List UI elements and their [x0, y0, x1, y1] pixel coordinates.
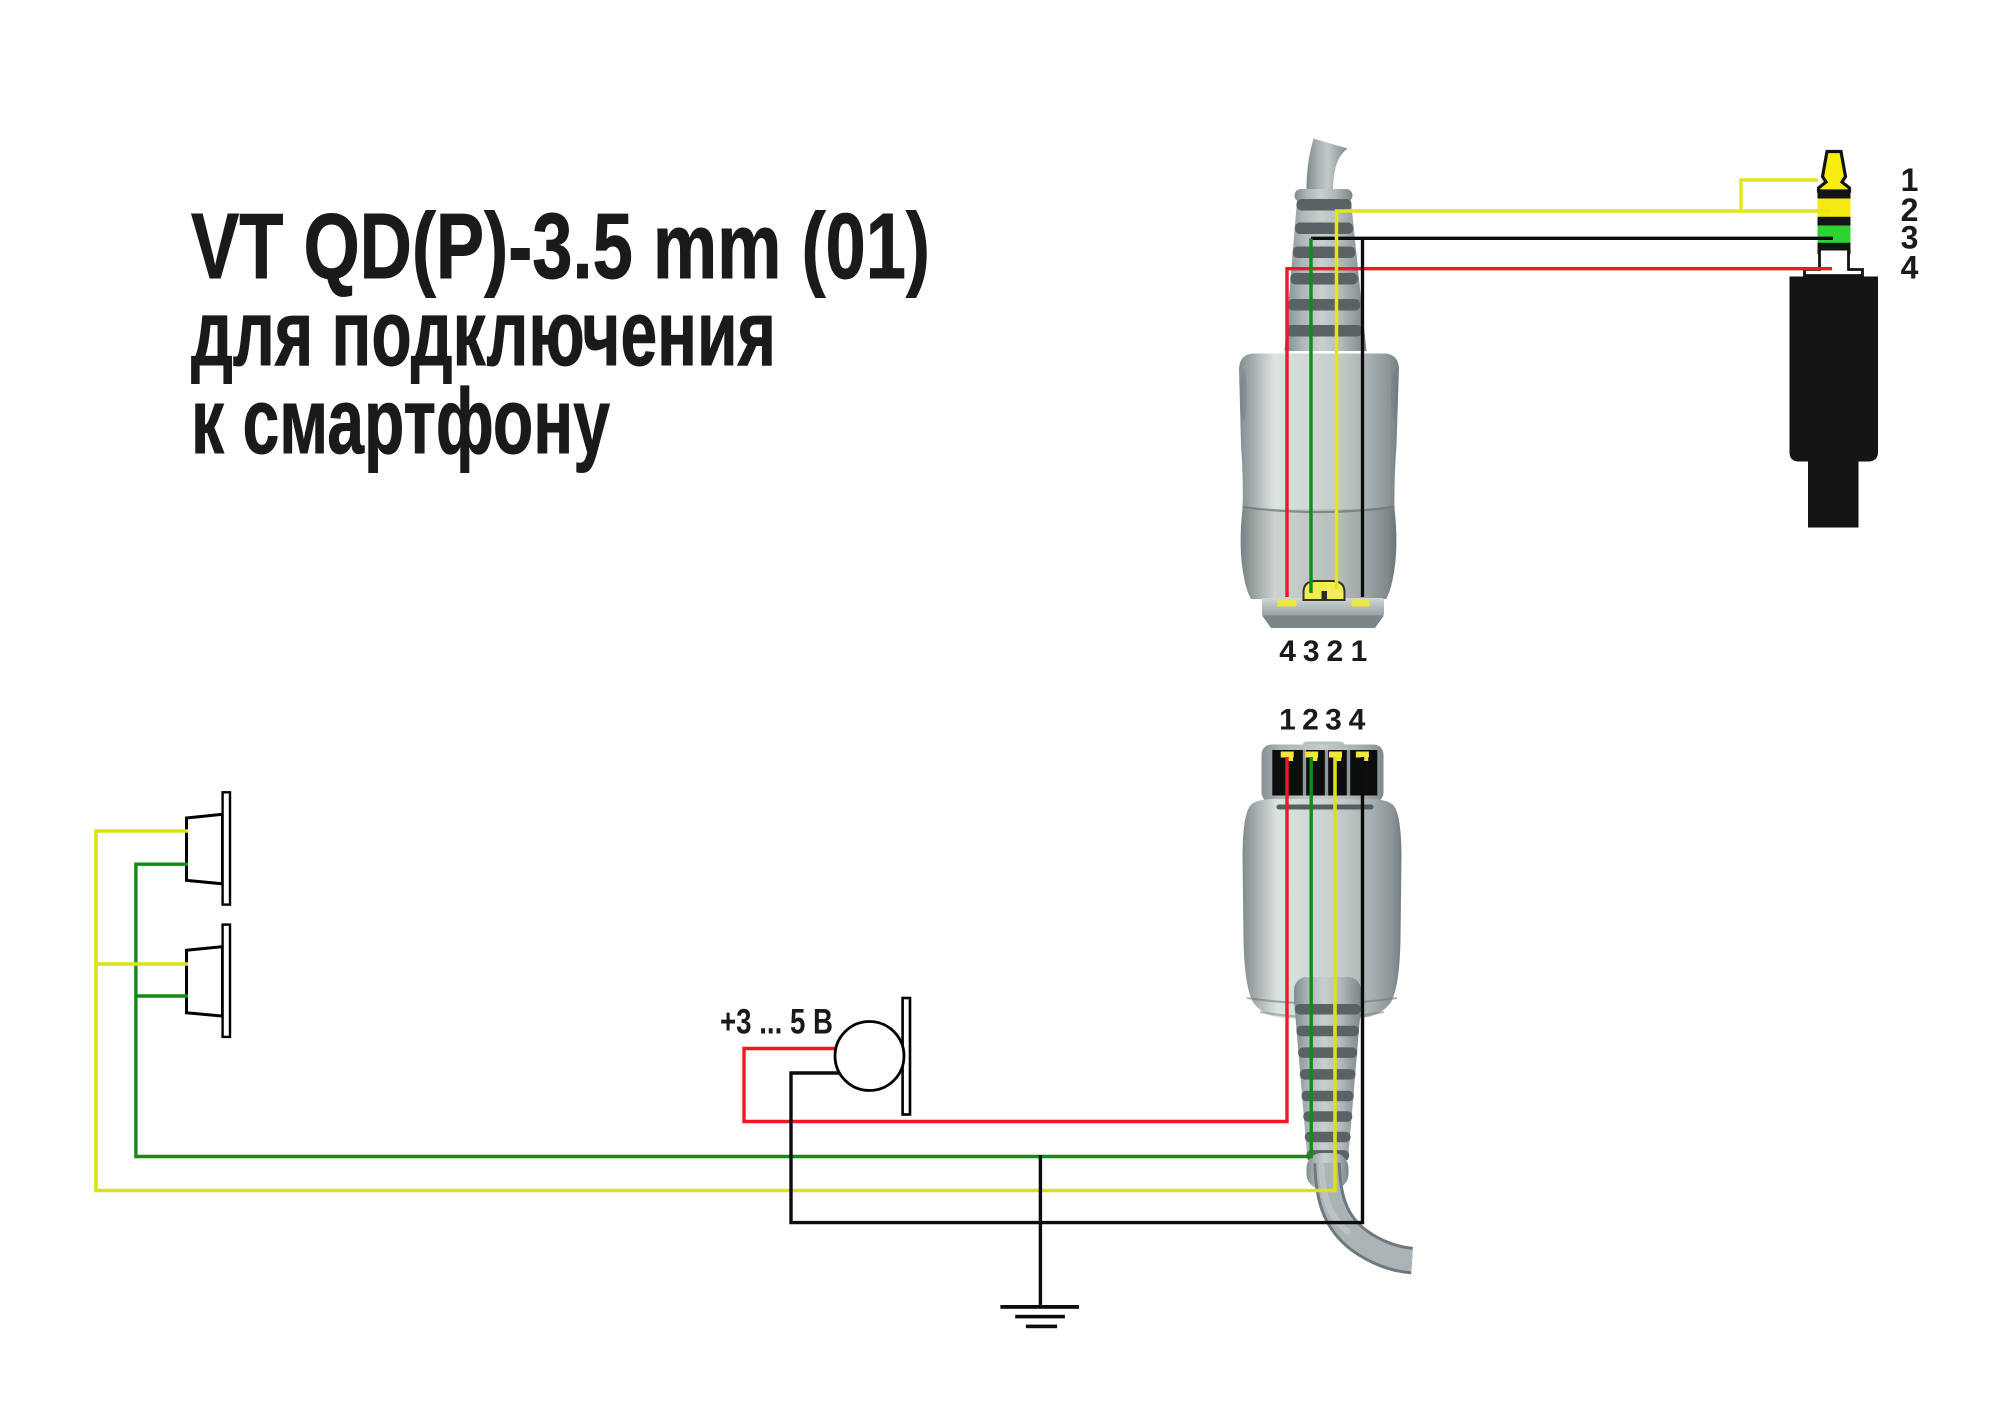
svg-text:VT QD(P)-3.5 mm (01): VT QD(P)-3.5 mm (01) — [191, 194, 930, 298]
svg-text:4: 4 — [1349, 704, 1366, 737]
svg-text:1: 1 — [1279, 704, 1296, 737]
svg-text:4: 4 — [1901, 250, 1919, 286]
svg-text:2: 2 — [1326, 635, 1343, 668]
svg-text:4: 4 — [1279, 635, 1296, 668]
svg-text:3: 3 — [1303, 635, 1320, 668]
svg-text:1: 1 — [1351, 635, 1368, 668]
svg-text:3: 3 — [1325, 704, 1342, 737]
svg-text:к смартфону: к смартфону — [191, 369, 610, 473]
svg-text:3: 3 — [1901, 220, 1919, 256]
svg-text:2: 2 — [1901, 192, 1919, 228]
svg-text:+3 ... 5 В: +3 ... 5 В — [720, 1003, 833, 1042]
svg-text:2: 2 — [1302, 704, 1319, 737]
svg-text:для подключения: для подключения — [191, 281, 776, 385]
svg-text:1: 1 — [1901, 162, 1919, 198]
